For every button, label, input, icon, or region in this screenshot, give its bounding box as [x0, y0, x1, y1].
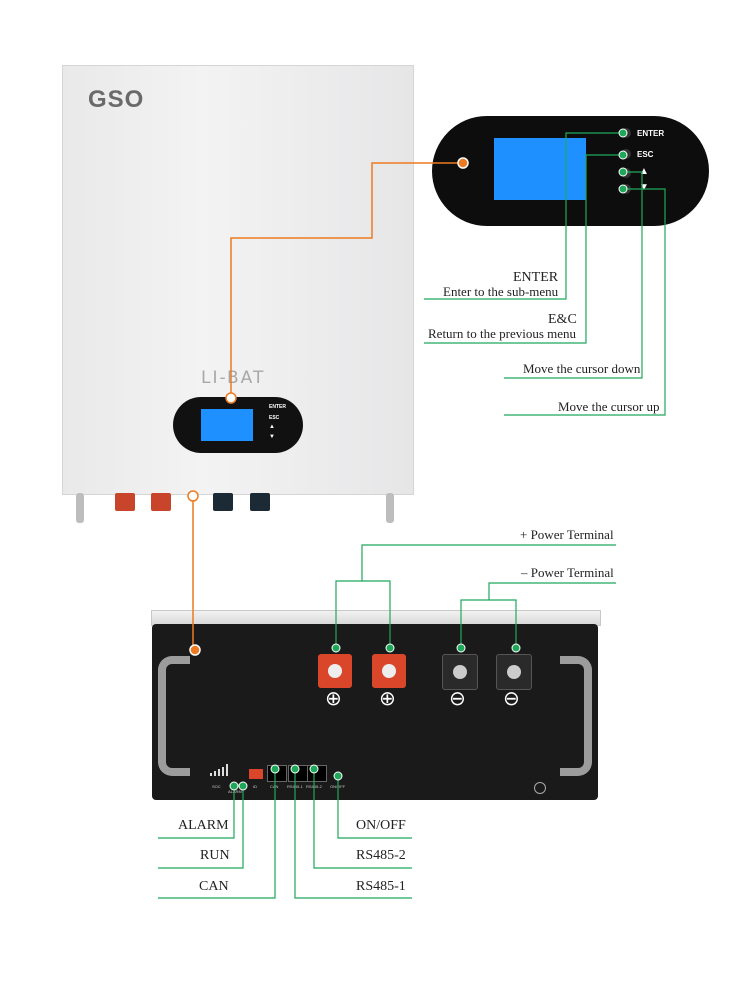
positive-terminal-2	[372, 654, 406, 688]
small-down-icon: ▼	[269, 434, 275, 440]
wall-connector-red-1	[115, 493, 135, 511]
positive-terminal-label: + Power Terminal	[520, 527, 614, 542]
positive-terminal-1	[318, 654, 352, 688]
alarm-label: ALARM	[178, 818, 229, 833]
minus-terminal-icon: ⊖	[503, 686, 520, 710]
small-enter-label: ENTER	[269, 404, 286, 410]
small-label-alarm: ALARM	[228, 789, 242, 794]
can-label: CAN	[199, 879, 229, 894]
plus-terminal-icon: ⊕	[325, 686, 342, 710]
up-callout-desc: Move the cursor up	[558, 399, 660, 414]
esc-callout-desc: Return to the previous menu	[428, 326, 577, 341]
small-control-panel: ENTER ESC ▲ ▼	[173, 397, 303, 453]
lcd-screen	[494, 138, 586, 200]
ground-icon	[534, 782, 546, 794]
rack-battery-unit: ⊕ ⊕ ⊖ ⊖ SOC ALARM ID CAN RS485-1 RS485-2…	[152, 624, 598, 800]
up-arrow-icon: ▲	[639, 166, 649, 177]
enter-label: ENTER	[637, 129, 665, 138]
wall-battery-unit: GSO LI-BAT ENTER ESC ▲ ▼	[62, 65, 414, 495]
small-lcd-screen	[201, 409, 253, 441]
small-label-soc: SOC	[212, 784, 221, 789]
run-label: RUN	[200, 848, 230, 863]
esc-callout-title: E&C	[548, 312, 577, 327]
zoomed-control-panel: ENTER ESC ▲ ▼	[432, 116, 709, 226]
down-callout-desc: Move the cursor down	[523, 361, 641, 376]
wall-unit-foot-right	[386, 493, 394, 523]
wall-unit-foot-left	[76, 493, 84, 523]
negative-terminal-1	[442, 654, 478, 690]
rs485-1-label: RS485-1	[356, 879, 406, 894]
esc-label: ESC	[637, 150, 654, 159]
plus-terminal-icon: ⊕	[379, 686, 396, 710]
dip-switch[interactable]	[249, 769, 263, 779]
left-handle	[158, 656, 190, 776]
product-name: LI-BAT	[201, 368, 266, 388]
wall-connector-black-1	[213, 493, 233, 511]
negative-terminal-2	[496, 654, 532, 690]
enter-callout-desc: Enter to the sub-menu	[443, 284, 559, 299]
enter-callout-title: ENTER	[513, 270, 559, 285]
small-up-icon: ▲	[269, 424, 275, 430]
small-label-can: CAN	[270, 784, 279, 789]
rs485-2-label: RS485-2	[356, 848, 406, 863]
wall-connector-black-2	[250, 493, 270, 511]
right-handle	[560, 656, 592, 776]
signal-bars-icon	[210, 764, 228, 776]
on-off-label: ON/OFF	[356, 818, 406, 833]
minus-terminal-icon: ⊖	[449, 686, 466, 710]
wall-connector-red-2	[151, 493, 171, 511]
negative-terminal-label: – Power Terminal	[521, 565, 614, 580]
brand-logo: GSO	[88, 86, 145, 113]
down-arrow-icon: ▼	[639, 182, 649, 193]
small-esc-label: ESC	[269, 415, 280, 421]
small-label-id: ID	[253, 784, 257, 789]
